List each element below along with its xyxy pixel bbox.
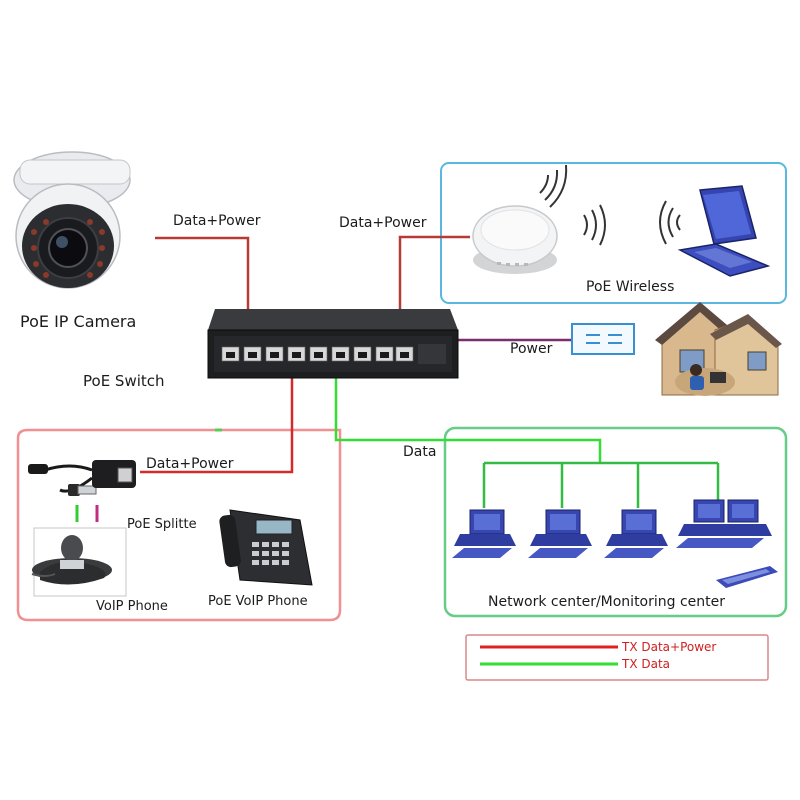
laptop-icon bbox=[677, 185, 771, 277]
camera-link-label: Data+Power bbox=[173, 213, 261, 229]
wireless-link-label: Data+Power bbox=[339, 215, 427, 231]
access-point-icon bbox=[472, 205, 558, 274]
desk-phone-icon bbox=[219, 509, 313, 586]
ap-wifi-waves bbox=[539, 164, 606, 246]
wireless-data-power-line bbox=[398, 235, 470, 336]
data-line bbox=[334, 355, 445, 442]
network-group-box bbox=[443, 426, 788, 618]
computer-icon bbox=[604, 509, 668, 558]
dome-camera-icon bbox=[13, 151, 131, 289]
workstation-icon bbox=[676, 499, 778, 588]
conference-phone-icon bbox=[31, 527, 127, 597]
power-label: Power bbox=[510, 341, 553, 357]
camera-data-power-line bbox=[155, 236, 250, 336]
computer-icon bbox=[528, 509, 592, 558]
computer-icon bbox=[452, 509, 516, 558]
switch-label: PoE Switch bbox=[83, 372, 165, 390]
laptop-wifi-waves bbox=[659, 200, 681, 245]
splitter-label: PoE Splitte bbox=[127, 517, 197, 532]
poe-switch-icon bbox=[207, 309, 459, 379]
data-link-label: Data bbox=[403, 444, 436, 460]
camera-label: PoE IP Camera bbox=[20, 312, 136, 331]
legend-label-data-power: TX Data+Power bbox=[621, 640, 716, 654]
splitter-icon bbox=[28, 460, 136, 496]
house-icon bbox=[655, 302, 782, 396]
power-adapter-icon bbox=[571, 323, 635, 355]
splitter-link-label: Data+Power bbox=[146, 456, 234, 472]
network-center-label: Network center/Monitoring center bbox=[488, 594, 725, 610]
legend-label-data: TX Data bbox=[621, 657, 670, 671]
legend-box bbox=[465, 634, 769, 681]
poe-voip-phone-label: PoE VoIP Phone bbox=[208, 594, 308, 609]
wireless-label: PoE Wireless bbox=[586, 279, 674, 295]
splitter-data-power-line bbox=[140, 352, 294, 474]
data-line-inner bbox=[445, 438, 602, 463]
network-tree-lines bbox=[482, 461, 720, 508]
wireless-group-box bbox=[440, 162, 787, 304]
voip-phone-label: VoIP Phone bbox=[96, 599, 168, 614]
voip-group-box bbox=[16, 428, 342, 622]
